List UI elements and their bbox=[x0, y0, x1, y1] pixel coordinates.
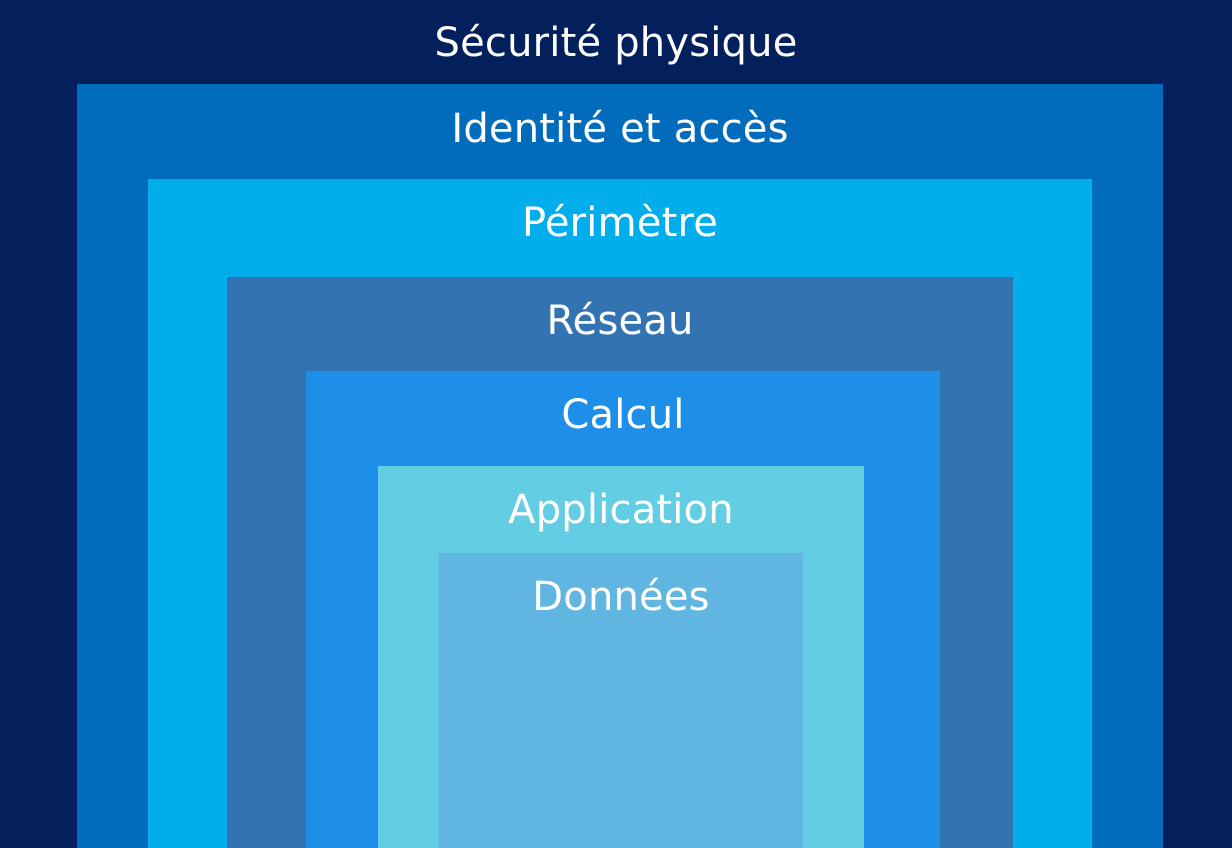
layer-label-application: Application bbox=[508, 487, 734, 533]
layer-label-compute: Calcul bbox=[561, 392, 685, 438]
layer-label-data: Données bbox=[532, 574, 710, 620]
layer-data: Données bbox=[439, 553, 803, 848]
layer-label-physical-security: Sécurité physique bbox=[434, 20, 798, 66]
layer-label-perimeter: Périmètre bbox=[521, 200, 719, 246]
layer-label-identity-access: Identité et accès bbox=[451, 106, 789, 152]
layer-label-network: Réseau bbox=[546, 298, 694, 344]
